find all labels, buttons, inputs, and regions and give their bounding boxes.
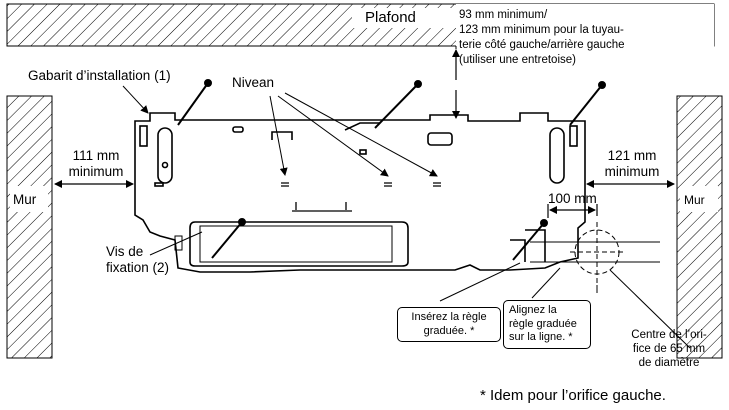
insert-ruler-callout: Insérez la règle graduée. * bbox=[397, 307, 501, 342]
right-clearance-min: minimum bbox=[604, 164, 660, 179]
template-label: Gabarit d’installation (1) bbox=[28, 68, 171, 83]
leader-lines bbox=[122, 85, 691, 349]
top-clearance-label: 93 mm minimum/ 123 mm minimum pour la tu… bbox=[459, 8, 625, 68]
level-marks bbox=[281, 182, 441, 212]
left-clearance-label: 111 mm minimum bbox=[60, 148, 132, 180]
align-ruler-line3: sur la ligne. * bbox=[509, 331, 573, 343]
ceiling bbox=[6, 3, 715, 66]
left-clearance-value: 111 mm bbox=[72, 148, 120, 163]
insert-ruler-line2: graduée. * bbox=[423, 324, 475, 337]
mounting-plate bbox=[134, 112, 586, 273]
wall-left bbox=[6, 95, 53, 359]
hole-center-line3: de diamètre bbox=[638, 357, 700, 369]
screws-line2: fixation (2) bbox=[106, 260, 170, 275]
screws-label: Vis de fixation (2) bbox=[106, 244, 169, 276]
hole-center-label: Centre de l’ori- fice de 65 mm de diamèt… bbox=[615, 328, 723, 370]
pipe-hole bbox=[530, 222, 660, 293]
right-clearance-value: 121 mm bbox=[607, 148, 657, 163]
align-ruler-line2: règle graduée bbox=[509, 317, 577, 330]
ceiling-label: Plafond bbox=[365, 9, 416, 26]
offset-label: 100 mm bbox=[548, 191, 597, 206]
dimension-lines bbox=[54, 49, 675, 218]
level-label: Nivean bbox=[232, 75, 275, 90]
align-ruler-line1: Alignez la bbox=[509, 304, 557, 316]
align-ruler-callout: Alignez la règle graduée sur la ligne. * bbox=[503, 300, 591, 349]
wall-right-label: Mur bbox=[684, 193, 705, 207]
top-clearance-line1: 93 mm minimum/ bbox=[459, 9, 548, 21]
screws bbox=[177, 79, 606, 261]
top-clearance-line2: 123 mm minimum pour la tuyau- bbox=[459, 24, 624, 36]
hole-center-line1: Centre de l’ori- bbox=[631, 329, 707, 341]
screws-line1: Vis de bbox=[106, 244, 144, 259]
wall-left-label: Mur bbox=[13, 192, 37, 207]
footnote: * Idem pour l’orifice gauche. bbox=[480, 387, 666, 404]
right-clearance-label: 121 mm minimum bbox=[596, 148, 668, 180]
hole-center-line2: fice de 65 mm bbox=[632, 343, 706, 355]
top-clearance-line4: (utiliser une entretoise) bbox=[459, 54, 576, 66]
insert-ruler-line1: Insérez la règle bbox=[411, 311, 487, 323]
left-clearance-min: minimum bbox=[68, 164, 124, 179]
wall-right bbox=[676, 95, 723, 359]
top-clearance-line3: terie côté gauche/arrière gauche bbox=[459, 39, 625, 51]
